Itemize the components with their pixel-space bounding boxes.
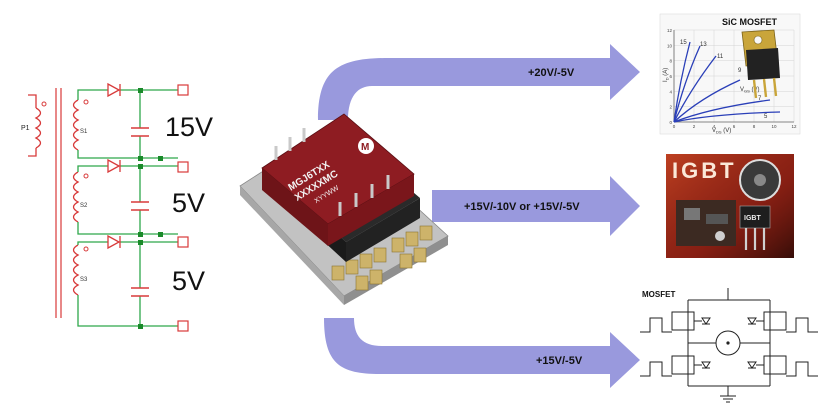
secondary-label-s3: S3 [80, 277, 88, 283]
secondary-label-s2: S2 [80, 203, 88, 209]
arrow-bottom [324, 318, 640, 388]
dcdc-module: MGJ6TXX XXXXXMC XYYWW M [239, 113, 449, 305]
sic-y-tick-label: 8 [669, 59, 672, 64]
igbt-package-image: IGBT [739, 205, 771, 250]
sic-panel-title: SiC MOSFET [722, 17, 778, 27]
sic-y-tick-label: 12 [667, 28, 673, 33]
h-bridge-schematic [640, 288, 818, 403]
sic-x-tick-label: 2 [693, 124, 696, 129]
voltage-label-15v: 15V [165, 112, 213, 142]
sic-mosfet-package-image [741, 29, 780, 99]
sic-x-tick-label: 12 [791, 124, 797, 129]
manufacturer-logo [358, 138, 374, 154]
sic-y-tick-label: 4 [669, 89, 672, 94]
sic-output-curves [673, 41, 781, 123]
mosfet-panel: MOSFET [640, 288, 818, 403]
primary-winding [28, 94, 42, 157]
node-dots [138, 88, 163, 329]
rectifier-diodes [107, 82, 121, 250]
igbt-board-image [676, 200, 736, 246]
voltage-label-5v-first: 5V [172, 188, 205, 218]
transformer-schematic: P1 S1 S2 S3 [21, 82, 213, 332]
igbt-panel: IGBT IGBT [666, 154, 794, 258]
sic-x-tick-label: 0 [673, 124, 676, 129]
sic-mosfet-panel: SiC MOSFET 15 13 11 9 7 5 12 10 8 6 4 2 0 0 2 4 6… [659, 13, 801, 135]
arrow-middle [432, 176, 640, 236]
sic-x-axis-label: VDS (V) [712, 128, 731, 135]
sic-y-tick-label: 10 [667, 43, 673, 48]
sic-y-tick-label: 2 [669, 105, 672, 110]
curve-label-15: 15 [680, 40, 687, 46]
curve-label-5: 5 [764, 114, 768, 120]
solder-pads [331, 225, 433, 291]
secondary-wiring [77, 89, 178, 327]
sic-y-ticks: 12 10 8 6 4 2 0 [667, 28, 673, 125]
manufacturer-logo-glyph: M [361, 142, 369, 153]
sic-x-ticks: 0 2 4 6 8 10 12 [673, 124, 797, 129]
output-arrows: +20V/-5V +15V/-10V or +15V/-5V +15V/-5V [318, 44, 640, 388]
primary-label: P1 [21, 125, 30, 132]
arrow-top-label: +20V/-5V [528, 67, 575, 79]
sic-x-tick-label: 10 [771, 124, 777, 129]
arrow-middle-label: +15V/-10V or +15V/-5V [464, 201, 580, 213]
sic-y-axis-label: ID (A) [663, 68, 670, 82]
sic-x-tick-label: 8 [753, 124, 756, 129]
igbt-device-label: IGBT [744, 215, 761, 222]
sic-x-tick-label: 6 [733, 124, 736, 129]
arrow-bottom-label: +15V/-5V [536, 355, 583, 367]
transformer-core [55, 88, 62, 318]
module-pins [274, 128, 390, 216]
curve-label-13: 13 [700, 42, 707, 48]
curve-label-11: 11 [717, 54, 724, 60]
sic-x-tick-label: 4 [713, 124, 716, 129]
mosfet-panel-title: MOSFET [642, 290, 675, 299]
secondary-windings [72, 99, 80, 296]
sic-y-tick-label: 0 [669, 120, 672, 125]
igbt-panel-title: IGBT [672, 158, 737, 183]
sic-y-tick-label: 6 [669, 74, 672, 79]
secondary-label-s1: S1 [80, 129, 88, 135]
output-capacitors [131, 127, 149, 297]
output-terminals [177, 84, 189, 332]
curve-label-7: 7 [758, 96, 762, 102]
curve-label-9: 9 [738, 68, 742, 74]
voltage-label-5v-second: 5V [172, 266, 205, 296]
arrow-top [318, 44, 640, 120]
